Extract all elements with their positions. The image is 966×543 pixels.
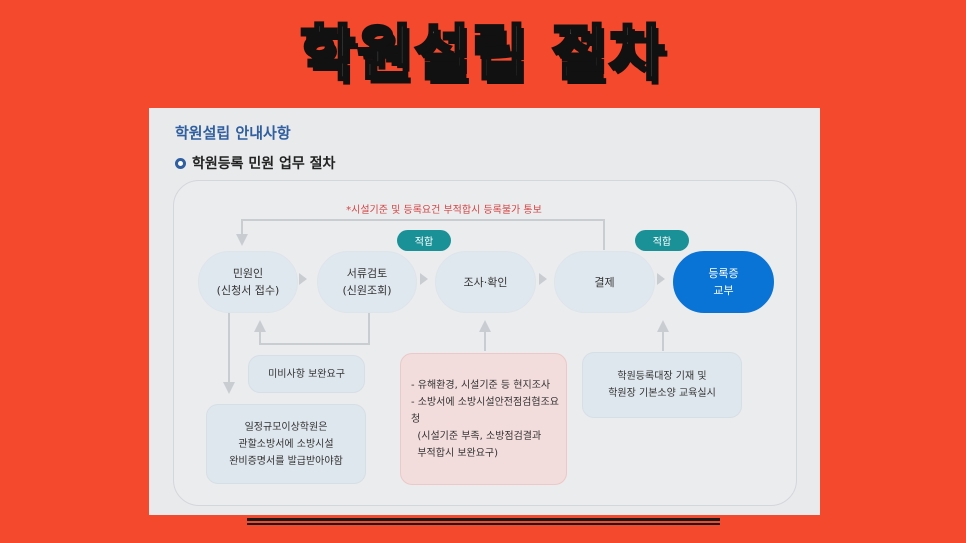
inspection-line3: (시설기준 부족, 소방점검결과 — [411, 430, 542, 442]
node-applicant: 민원인 (신청서 접수) — [198, 251, 298, 313]
node-applicant-line2: (신청서 접수) — [216, 284, 280, 297]
large-academy-line2: 관할소방서에 소방시설 — [238, 438, 334, 450]
chevron-arrow-4 — [657, 273, 665, 285]
pass-badge-2: 적합 — [635, 230, 689, 251]
inspection-line1: - 유해환경, 시설기준 등 현지조사 — [411, 379, 551, 391]
node-document-review: 서류검토 (신원조회) — [317, 251, 417, 313]
chevron-arrow-3 — [539, 273, 547, 285]
return-loop-line — [254, 312, 370, 345]
node-review-line2: (신원조회) — [342, 284, 392, 297]
feedback-loop-line — [236, 219, 605, 250]
supplement-text: 미비사항 보완요구 — [268, 368, 345, 380]
registration-line1: 학원등록대장 기재 및 — [617, 371, 707, 382]
underline-thin — [247, 523, 720, 525]
chevron-arrow-1 — [299, 273, 307, 285]
node-approval-line1: 결제 — [594, 275, 615, 289]
node-certificate-issue: 등록증 교부 — [673, 251, 774, 313]
pass-badge-1: 적합 — [397, 230, 451, 251]
node-inspection: 조사·확인 — [435, 251, 536, 313]
banner-title: 학원설립 절차 — [298, 18, 667, 91]
flow-arrows — [223, 219, 669, 394]
node-certificate-line2: 교부 — [713, 284, 734, 297]
node-inspection-line1: 조사·확인 — [463, 275, 508, 289]
large-academy-line1: 일정규모이상학원은 — [244, 421, 328, 433]
chevron-arrow-2 — [420, 273, 428, 285]
inspection-line4: 부적합시 보완요구) — [411, 447, 499, 459]
inspection-line2: - 소방서에 소방시설안전점검협조요청 — [411, 396, 559, 425]
node-review-line1: 서류검토 — [346, 267, 388, 280]
node-certificate-line1: 등록증 — [708, 267, 739, 280]
section-title: 학원등록 민원 업무 절차 — [192, 156, 336, 172]
procedure-panel: 학원설립 안내사항 학원등록 민원 업무 절차 *시설기준 및 등록요건 부적합… — [149, 108, 820, 515]
panel-title: 학원설립 안내사항 — [175, 124, 291, 142]
box-large-academy: 일정규모이상학원은 관할소방서에 소방시설 완비증명서를 발급받아야함 — [206, 404, 366, 484]
bullet-circle-icon — [175, 157, 186, 169]
section-heading: 학원등록 민원 업무 절차 — [175, 153, 335, 173]
node-approval: 결제 — [554, 251, 655, 313]
box-registration-ledger: 학원등록대장 기재 및 학원장 기본소양 교육실시 — [582, 352, 742, 418]
box-supplement-request: 미비사항 보완요구 — [248, 355, 365, 393]
large-academy-line3: 완비증명서를 발급받아야함 — [229, 455, 343, 467]
ineligible-note: *시설기준 및 등록요건 부적합시 등록불가 통보 — [346, 205, 542, 216]
box-inspection-details: - 유해환경, 시설기준 등 현지조사 - 소방서에 소방시설안전점검협조요청 … — [400, 353, 567, 485]
underline-thick — [247, 518, 720, 521]
node-applicant-line1: 민원인 — [232, 267, 264, 280]
registration-line2: 학원장 기본소양 교육실시 — [608, 388, 716, 399]
